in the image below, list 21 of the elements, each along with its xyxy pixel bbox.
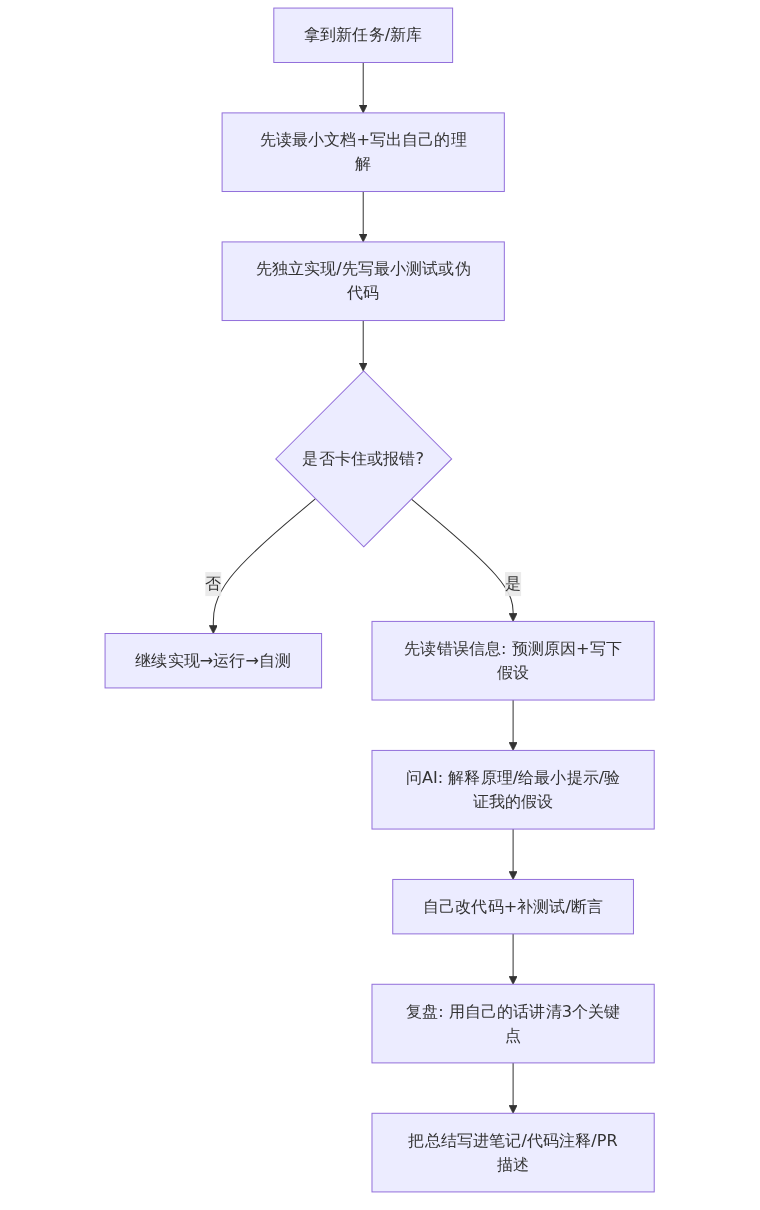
arrow (359, 320, 368, 372)
node-box: 先独立实现/先写最小测试或伪代码 (221, 241, 506, 322)
node-box: 先读最小文档+写出自己的理解 (221, 112, 506, 192)
arrow (509, 1062, 518, 1114)
node-diamond: 是否卡住或报错? (275, 370, 453, 548)
node-box: 先读错误信息: 预测原因+写下假设 (371, 620, 656, 701)
arrow (509, 828, 518, 880)
node-box: 继续实现→运行→自测 (104, 633, 323, 689)
arrow (359, 62, 368, 114)
node-box: 问AI: 解释原理/给最小提示/验证我的假设 (371, 749, 656, 830)
edge-label: 是 (505, 574, 522, 594)
node-box: 把总结写进笔记/代码注释/PR描述 (371, 1112, 656, 1193)
arrow (509, 699, 518, 751)
arrow (209, 498, 317, 634)
arrow (411, 498, 518, 622)
node-box: 复盘: 用自己的话讲清3个关键点 (371, 983, 656, 1064)
node-box: 拿到新任务/新库 (273, 7, 454, 63)
arrow (359, 191, 368, 243)
node-box: 自己改代码+补测试/断言 (392, 878, 635, 935)
edge-label: 否 (205, 574, 222, 594)
arrow (509, 933, 518, 985)
